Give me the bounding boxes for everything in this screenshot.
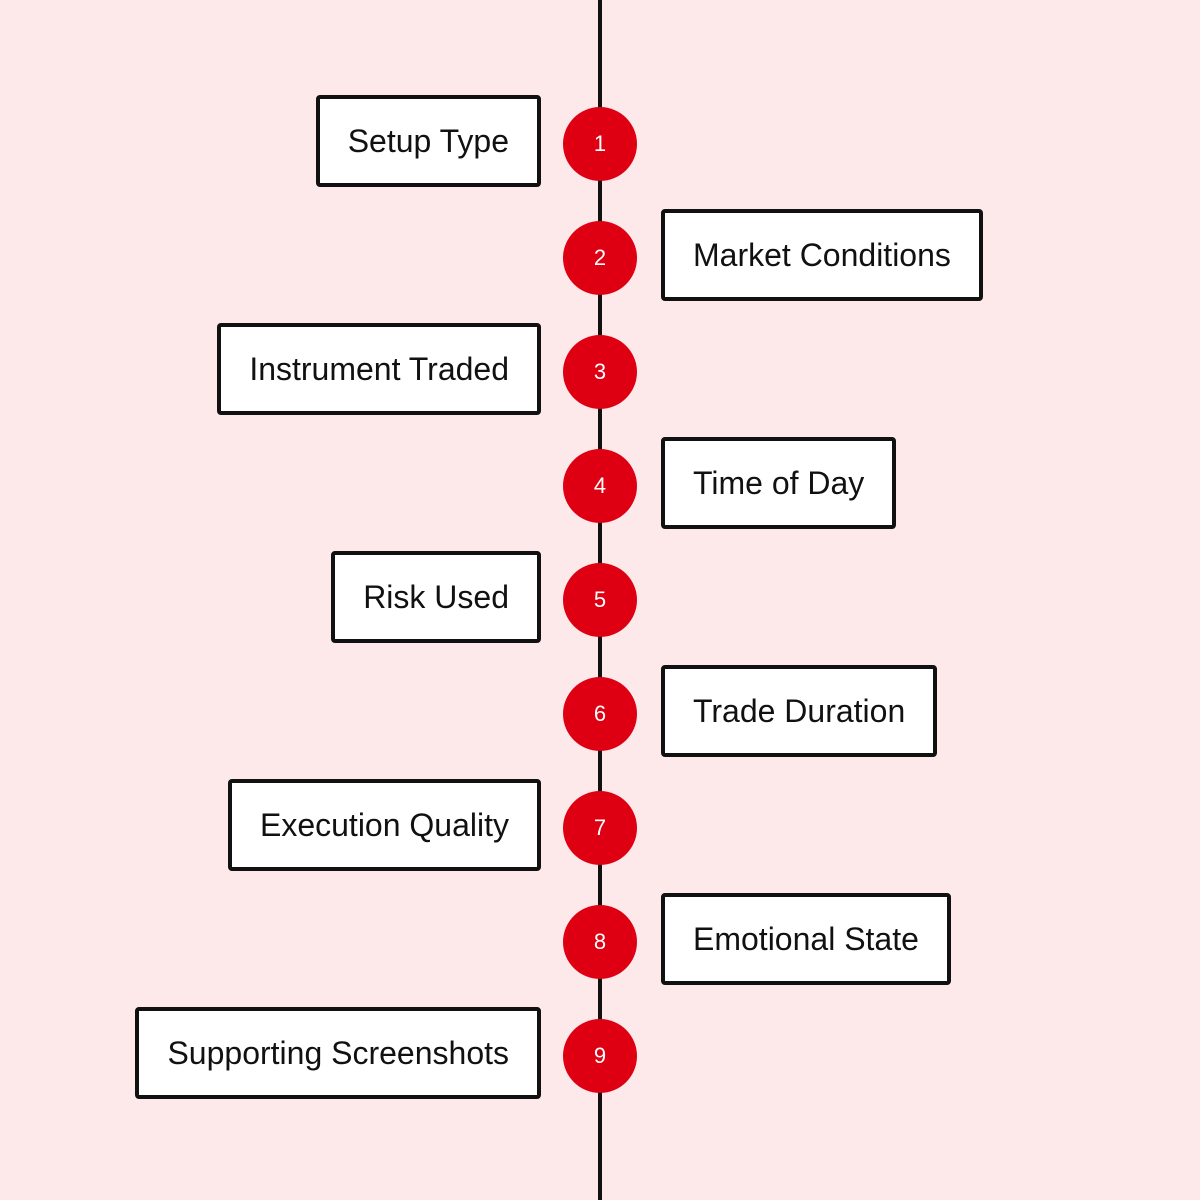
- step-number-badge: 5: [563, 563, 637, 637]
- step-number-badge: 7: [563, 791, 637, 865]
- step-label-box: Market Conditions: [661, 209, 983, 301]
- timeline-step-7: 7 Execution Quality: [0, 779, 1200, 877]
- step-label-box: Trade Duration: [661, 665, 938, 757]
- timeline-step-3: 3 Instrument Traded: [0, 323, 1200, 421]
- step-number-badge: 3: [563, 335, 637, 409]
- timeline-step-6: 6 Trade Duration: [0, 665, 1200, 763]
- step-number-badge: 1: [563, 107, 637, 181]
- timeline-step-8: 8 Emotional State: [0, 893, 1200, 991]
- step-label-box: Instrument Traded: [217, 323, 541, 415]
- timeline-step-9: 9 Supporting Screenshots: [0, 1007, 1200, 1105]
- step-label-box: Execution Quality: [227, 779, 541, 871]
- step-label-box: Risk Used: [331, 551, 541, 643]
- step-number-badge: 9: [563, 1019, 637, 1093]
- step-number-badge: 4: [563, 449, 637, 523]
- timeline-step-4: 4 Time of Day: [0, 437, 1200, 535]
- step-label-box: Setup Type: [315, 95, 541, 187]
- timeline-step-5: 5 Risk Used: [0, 551, 1200, 649]
- step-number-badge: 2: [563, 221, 637, 295]
- step-number-badge: 8: [563, 905, 637, 979]
- timeline-step-1: 1 Setup Type: [0, 95, 1200, 193]
- step-label-box: Emotional State: [661, 893, 951, 985]
- step-label-box: Supporting Screenshots: [135, 1007, 541, 1099]
- step-number-badge: 6: [563, 677, 637, 751]
- timeline-step-2: 2 Market Conditions: [0, 209, 1200, 307]
- step-label-box: Time of Day: [661, 437, 897, 529]
